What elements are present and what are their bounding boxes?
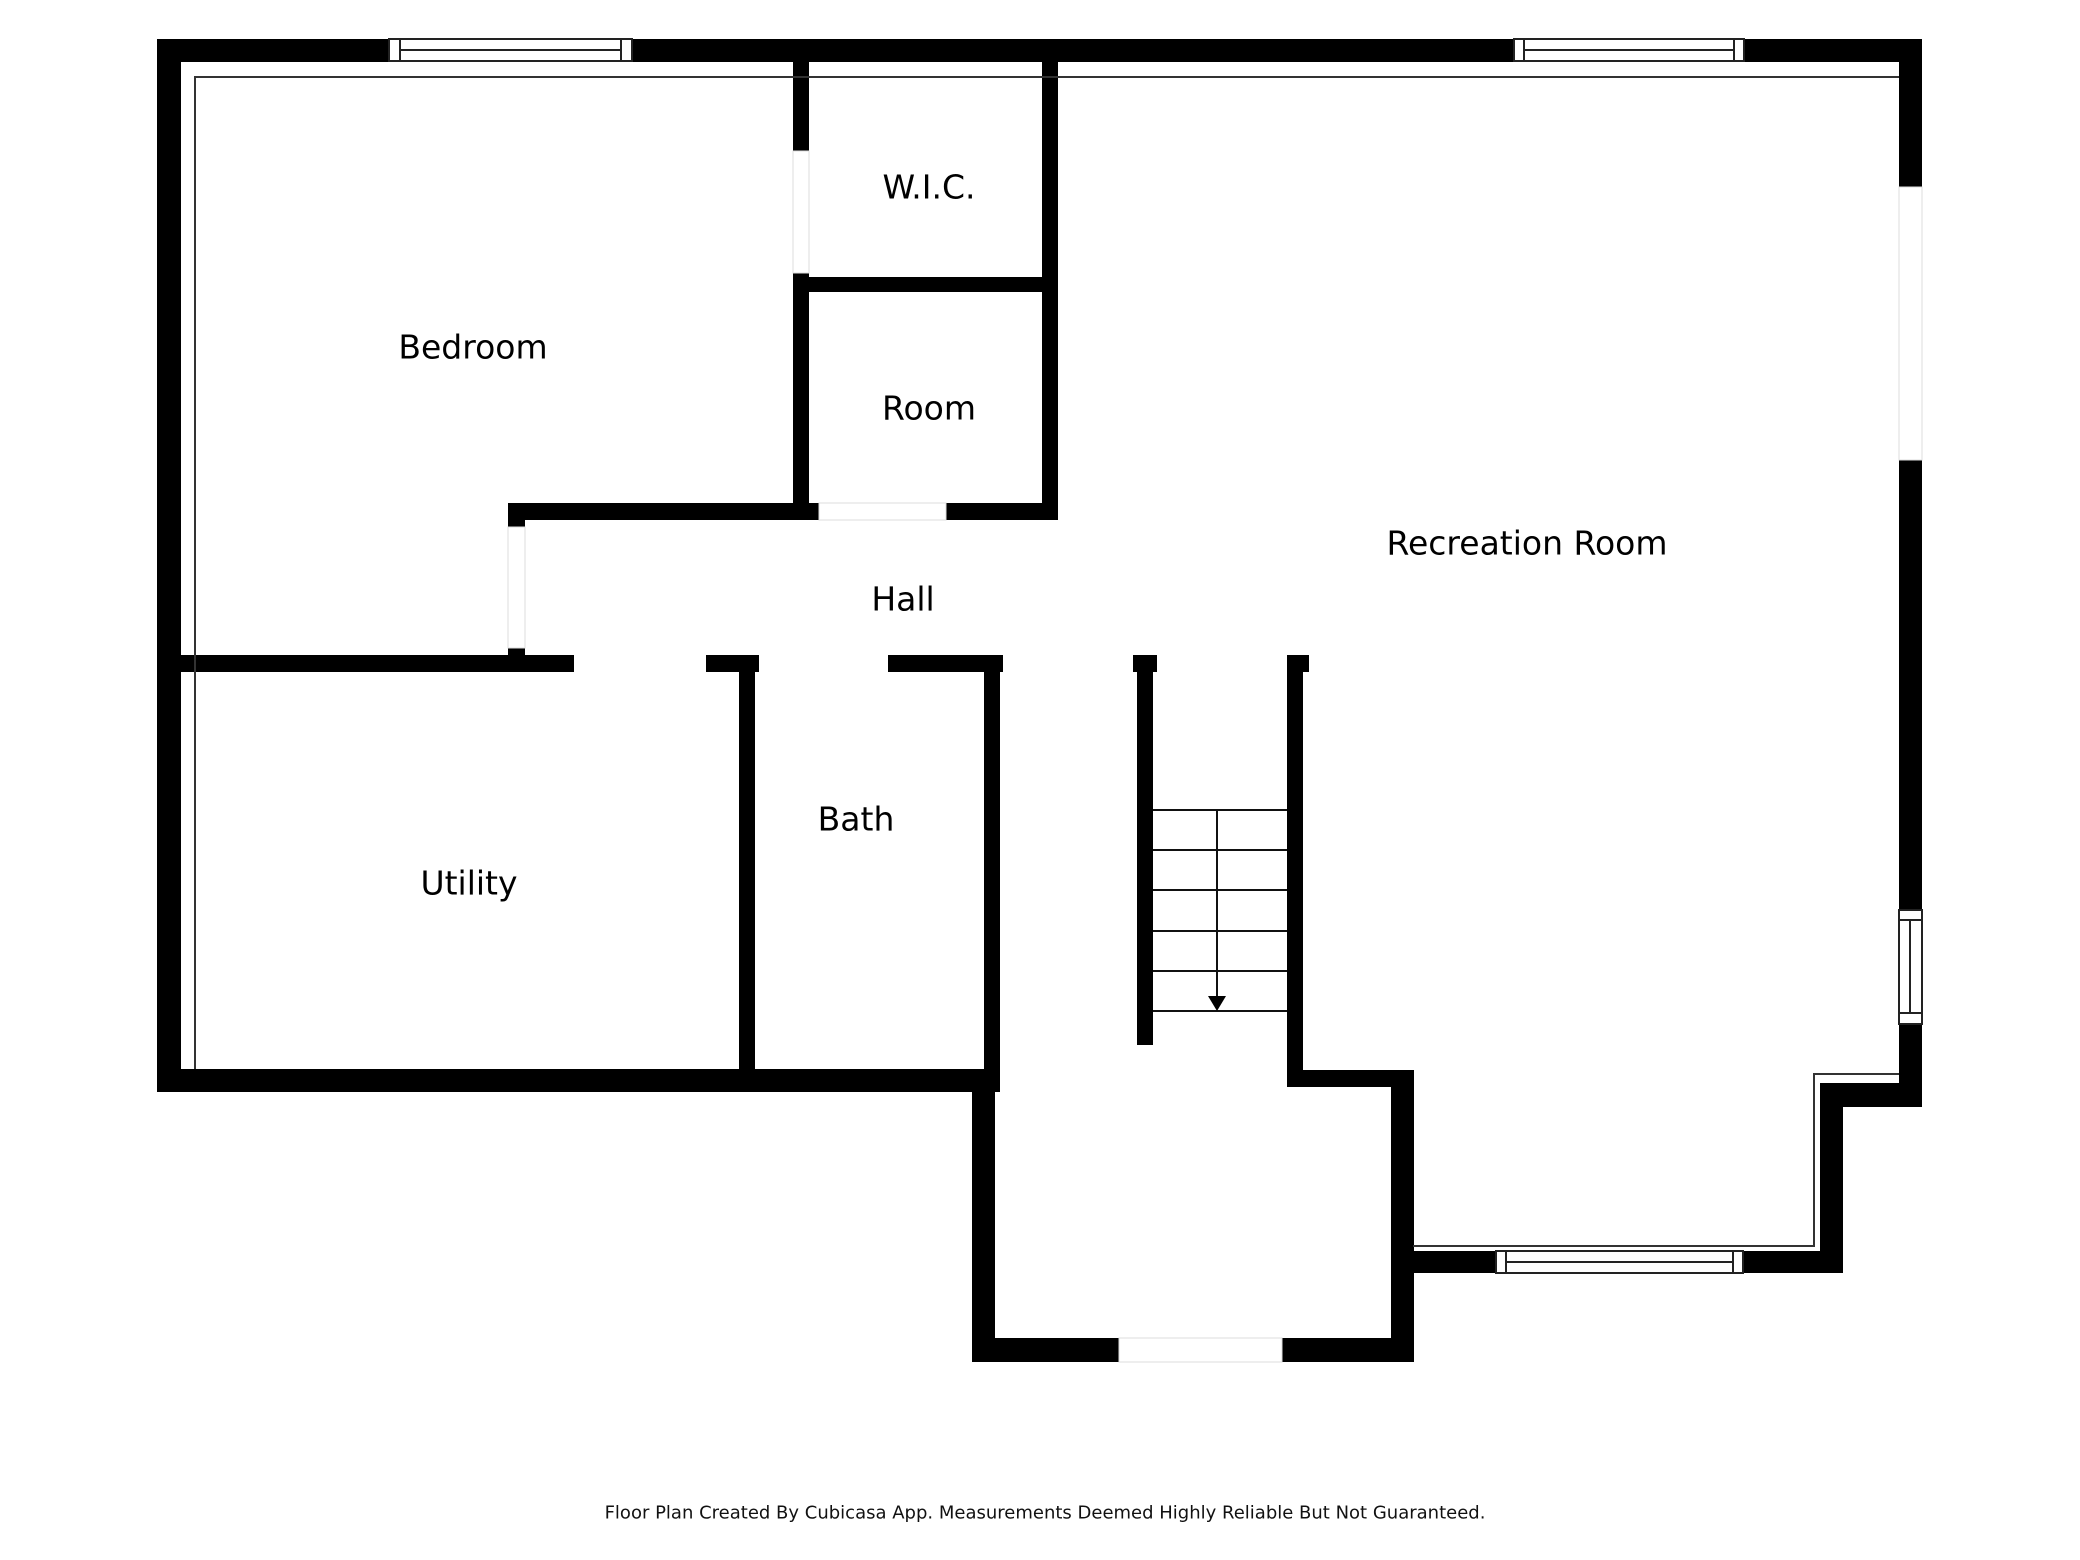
room-label-room: Room xyxy=(882,388,976,428)
room-label-bath: Bath xyxy=(817,799,895,839)
room-label-wic: W.I.C. xyxy=(882,167,976,207)
window-top-right xyxy=(1513,38,1745,62)
arrow-down-icon xyxy=(1208,996,1226,1011)
window-right xyxy=(1898,909,1923,1025)
interior-finish-lines xyxy=(194,76,1899,1247)
windows xyxy=(388,38,1923,1274)
room-label-recreation-room: Recreation Room xyxy=(1386,523,1668,563)
disclaimer-footer: Floor Plan Created By Cubicasa App. Meas… xyxy=(604,1502,1486,1524)
window-bottom xyxy=(1495,1250,1744,1274)
window-top-left xyxy=(388,38,633,62)
room-label-bedroom: Bedroom xyxy=(398,327,548,367)
walls xyxy=(157,39,1922,1362)
room-label-hall: Hall xyxy=(871,579,935,619)
stairs xyxy=(1153,809,1287,1012)
room-label-utility: Utility xyxy=(420,863,518,903)
openings xyxy=(507,150,1923,1363)
